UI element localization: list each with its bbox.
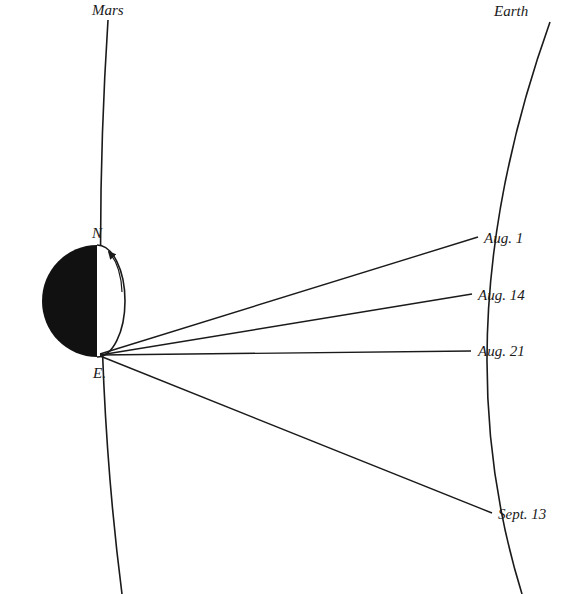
pole-label: E. [93, 366, 106, 381]
pole-label: N [92, 226, 102, 241]
date-label: Aug. 1 [484, 231, 523, 246]
lit-hemisphere [97, 245, 125, 357]
orbit-label: Earth [494, 4, 528, 19]
date-label: Aug. 14 [478, 288, 525, 303]
orbit-label: Mars [92, 3, 124, 18]
sight-line [100, 294, 472, 355]
earth-orbit [487, 22, 550, 594]
sight-line [100, 351, 471, 355]
dark-hemisphere [42, 245, 97, 357]
date-label: Aug. 21 [478, 344, 525, 359]
date-label: Sept. 13 [498, 507, 546, 522]
sight-line [100, 356, 492, 513]
sight-lines [100, 237, 492, 513]
sight-line [100, 237, 478, 354]
rotation-arrow [109, 252, 122, 292]
